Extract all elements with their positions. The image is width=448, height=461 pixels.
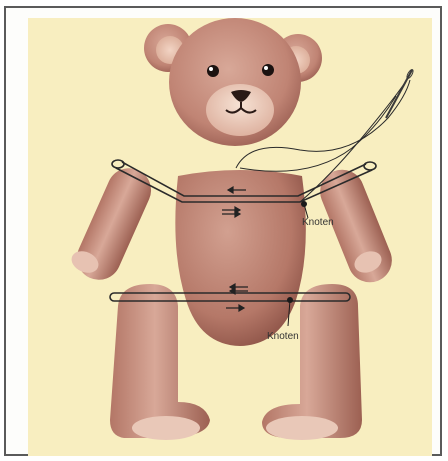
left-arm	[68, 161, 158, 287]
right-eye	[262, 64, 274, 76]
needle-icon	[386, 69, 414, 118]
knot-label-lower: Knoten	[267, 331, 299, 342]
bear-head	[169, 18, 301, 146]
knot-label-upper: Knoten	[302, 217, 334, 228]
left-eye	[207, 65, 219, 77]
